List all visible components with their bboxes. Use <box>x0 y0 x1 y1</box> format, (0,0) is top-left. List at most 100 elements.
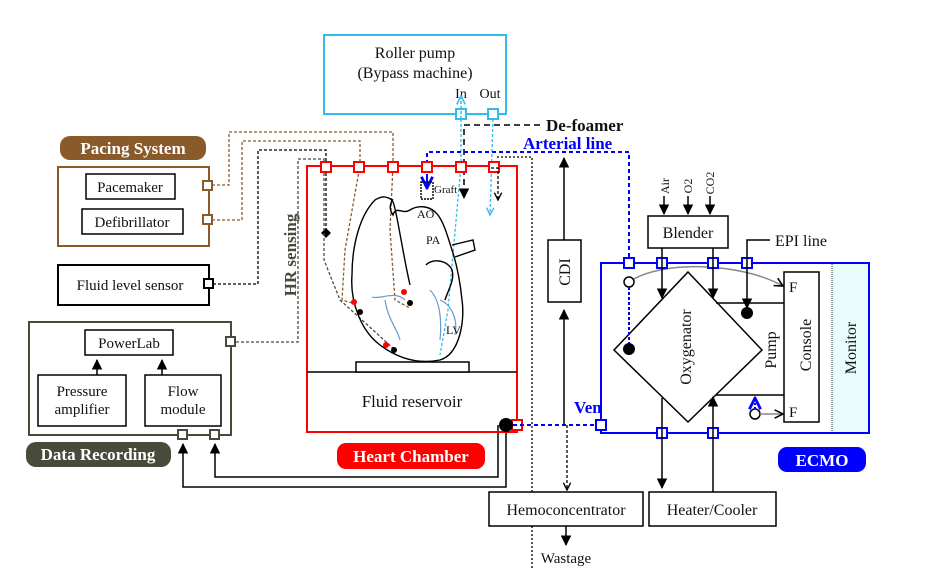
console-label: Console <box>798 319 815 371</box>
roller-out-line <box>490 118 493 215</box>
data-recording-group: PowerLab Pressure amplifier Flow module … <box>26 321 236 467</box>
arterial-line-label: Arterial line <box>523 134 613 153</box>
powerlab-box <box>84 329 174 356</box>
heart-chamber-port-4 <box>421 161 433 173</box>
defibrillator-label: Defibrillator <box>95 215 170 231</box>
pacemaker-box <box>85 173 176 200</box>
epi-line-label: EPI line <box>775 233 827 250</box>
fluid-level-sensor-port <box>203 278 214 289</box>
defib-electrode-2 <box>407 300 413 306</box>
pacemaker-port <box>202 180 213 191</box>
data-recording-port-1 <box>177 429 188 440</box>
coronary-vessels <box>371 289 457 341</box>
blender-box <box>647 215 729 249</box>
pressure-amplifier-box <box>37 374 127 427</box>
roller-pump-box: Roller pump (Bypass machine) In Out <box>323 34 507 120</box>
cdi-box <box>547 239 582 303</box>
heart-outline <box>351 196 464 363</box>
roller-pump-title: Roller pump <box>375 45 455 62</box>
oxygenator-outlet <box>623 343 635 355</box>
data-recording-badge: Data Recording <box>41 445 156 464</box>
flow-sensor-bottom: F <box>789 405 797 421</box>
heater-cooler-box <box>648 491 777 527</box>
hemoconcentrator-label: Hemoconcentrator <box>506 502 626 519</box>
arterial-pressure-port <box>623 276 635 288</box>
hr-sensing-label: HR sensing <box>281 213 300 296</box>
pulmonary-artery <box>451 239 476 258</box>
cdi-label: CDI <box>557 258 574 286</box>
septum-line <box>391 199 411 286</box>
heart-illustration <box>351 181 476 363</box>
pump-inlet <box>741 307 753 319</box>
defibrillator-port <box>202 214 213 225</box>
venous-pressure-port <box>749 408 761 420</box>
heart-chamber-port-3 <box>387 161 399 173</box>
roller-pump-out-label: Out <box>480 87 501 102</box>
powerlab-label: PowerLab <box>98 336 160 352</box>
pacing-system-badge: Pacing System <box>80 139 185 158</box>
data-recording-port-2 <box>209 429 220 440</box>
pa-label: PA <box>426 233 441 247</box>
graft-label: Graft <box>434 184 457 196</box>
roller-pump-subtitle: (Bypass machine) <box>357 65 472 82</box>
hemoconcentrator-box <box>488 491 644 527</box>
data-recording-hr-port <box>225 336 236 347</box>
chamber-drain-wire <box>491 167 498 200</box>
pump-label: Pump <box>763 331 780 368</box>
la-outline <box>425 260 454 301</box>
fluid-level-sensor-label: Fluid level sensor <box>77 278 184 294</box>
venous-flow-probe <box>499 418 513 432</box>
heart-chamber-port-2 <box>353 161 365 173</box>
ecmo-badge: ECMO <box>796 451 849 470</box>
venous-inlet-port <box>595 419 607 431</box>
flow-signal-line <box>209 425 499 478</box>
pressure-amplifier-label-2: amplifier <box>55 402 110 418</box>
hr-electrode-1 <box>383 342 389 348</box>
pressure-line-to-flow-sensor <box>628 265 783 286</box>
heart-chamber-port-5 <box>455 161 467 173</box>
heater-cooler-label: Heater/Cooler <box>667 502 758 519</box>
ecmo-top-port-1 <box>623 257 635 269</box>
fluid-level-probe-icon <box>321 228 331 238</box>
air-label: Air <box>658 178 672 194</box>
graft-tube <box>420 181 434 200</box>
heart-chamber-group: Fluid reservoir Heart Chamber <box>306 161 523 469</box>
roller-in-line <box>439 119 462 356</box>
pressure-signal-line <box>177 425 507 488</box>
flow-module-label-1: Flow <box>168 384 199 400</box>
flow-sensor-top: F <box>789 280 797 296</box>
heart-stand <box>355 361 470 373</box>
lv-label: LV <box>446 323 461 337</box>
pacemaker-wire <box>212 131 411 309</box>
oxygenator-diamond <box>612 270 764 424</box>
pacemaker-label: Pacemaker <box>97 180 163 196</box>
fluid-reservoir-label: Fluid reservoir <box>362 392 463 411</box>
heart-chamber-port-6 <box>488 161 500 173</box>
flow-module-box <box>144 374 222 427</box>
defoamer-label: De-foamer <box>546 116 624 135</box>
defib-electrode-1 <box>401 289 407 295</box>
ecmo-group: Monitor Console F F Oxygenator Pump ECMO <box>600 257 870 472</box>
heart-chamber-port-1 <box>320 161 332 173</box>
defoamer-line <box>458 124 540 200</box>
heart-chamber-badge: Heart Chamber <box>353 447 469 466</box>
wastage-label: Wastage <box>541 551 592 567</box>
oxygenator-label: Oxygenator <box>678 309 695 385</box>
co2-label: CO2 <box>703 172 717 195</box>
monitor-panel <box>832 264 868 432</box>
hr-electrode-2 <box>391 347 397 353</box>
epi-line <box>741 239 770 310</box>
roller-pump-in-label: In <box>455 87 467 102</box>
pacing-electrode-2 <box>357 309 363 315</box>
o2-label: O2 <box>681 179 695 194</box>
pacing-system-group: Pacing System Pacemaker Defibrillator <box>57 136 213 247</box>
aorta-label: AO <box>417 207 435 221</box>
pacing-electrode-1 <box>351 299 357 305</box>
flow-module-label-2: module <box>161 402 206 418</box>
pressure-amplifier-label-1: Pressure <box>57 384 108 400</box>
console-box <box>783 271 820 423</box>
fluid-level-sensor-wire <box>213 149 327 285</box>
monitor-label: Monitor <box>843 321 860 374</box>
roller-pump-out-port <box>487 108 499 120</box>
hr-sensing-wire <box>236 158 396 351</box>
